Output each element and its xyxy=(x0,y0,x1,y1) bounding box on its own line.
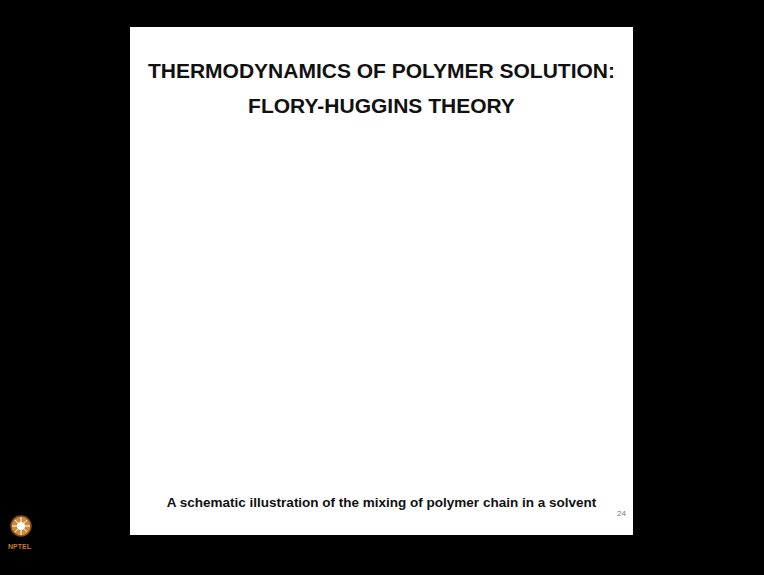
nptel-logo xyxy=(11,516,31,536)
slide-number: 24 xyxy=(617,509,626,518)
figure-caption: A schematic illustration of the mixing o… xyxy=(136,495,627,510)
slide: THERMODYNAMICS OF POLYMER SOLUTION: FLOR… xyxy=(130,27,633,535)
slide-title: THERMODYNAMICS OF POLYMER SOLUTION: FLOR… xyxy=(136,53,627,123)
logo-label: NPTEL xyxy=(8,543,31,550)
